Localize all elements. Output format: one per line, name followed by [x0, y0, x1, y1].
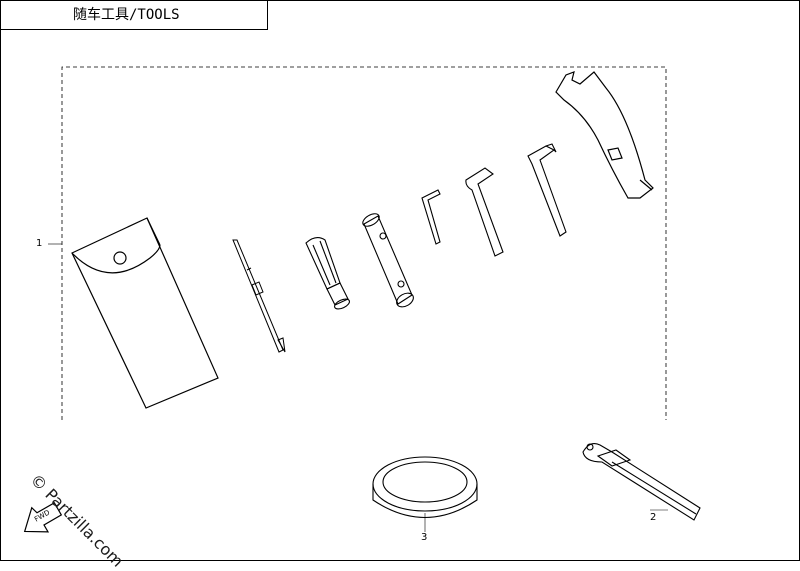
diagram-title: 随车工具/TOOLS [0, 0, 268, 30]
callout-2: 2 [650, 512, 657, 523]
tool-kit-group-box [61, 66, 667, 420]
hex-key-small [421, 189, 441, 245]
tool-pouch [71, 217, 219, 409]
hex-key-medium [465, 167, 504, 257]
ring-gauge [372, 456, 478, 532]
box-spanner [362, 213, 414, 308]
fwd-arrow-icon [23, 501, 63, 533]
pressure-gauge [582, 443, 701, 521]
screwdriver [232, 239, 286, 353]
socket-handle [305, 237, 350, 310]
callout-3: 3 [421, 532, 428, 543]
callout-1: 1 [36, 238, 43, 249]
hex-key-large [527, 143, 567, 237]
hook-spanner [555, 71, 654, 199]
